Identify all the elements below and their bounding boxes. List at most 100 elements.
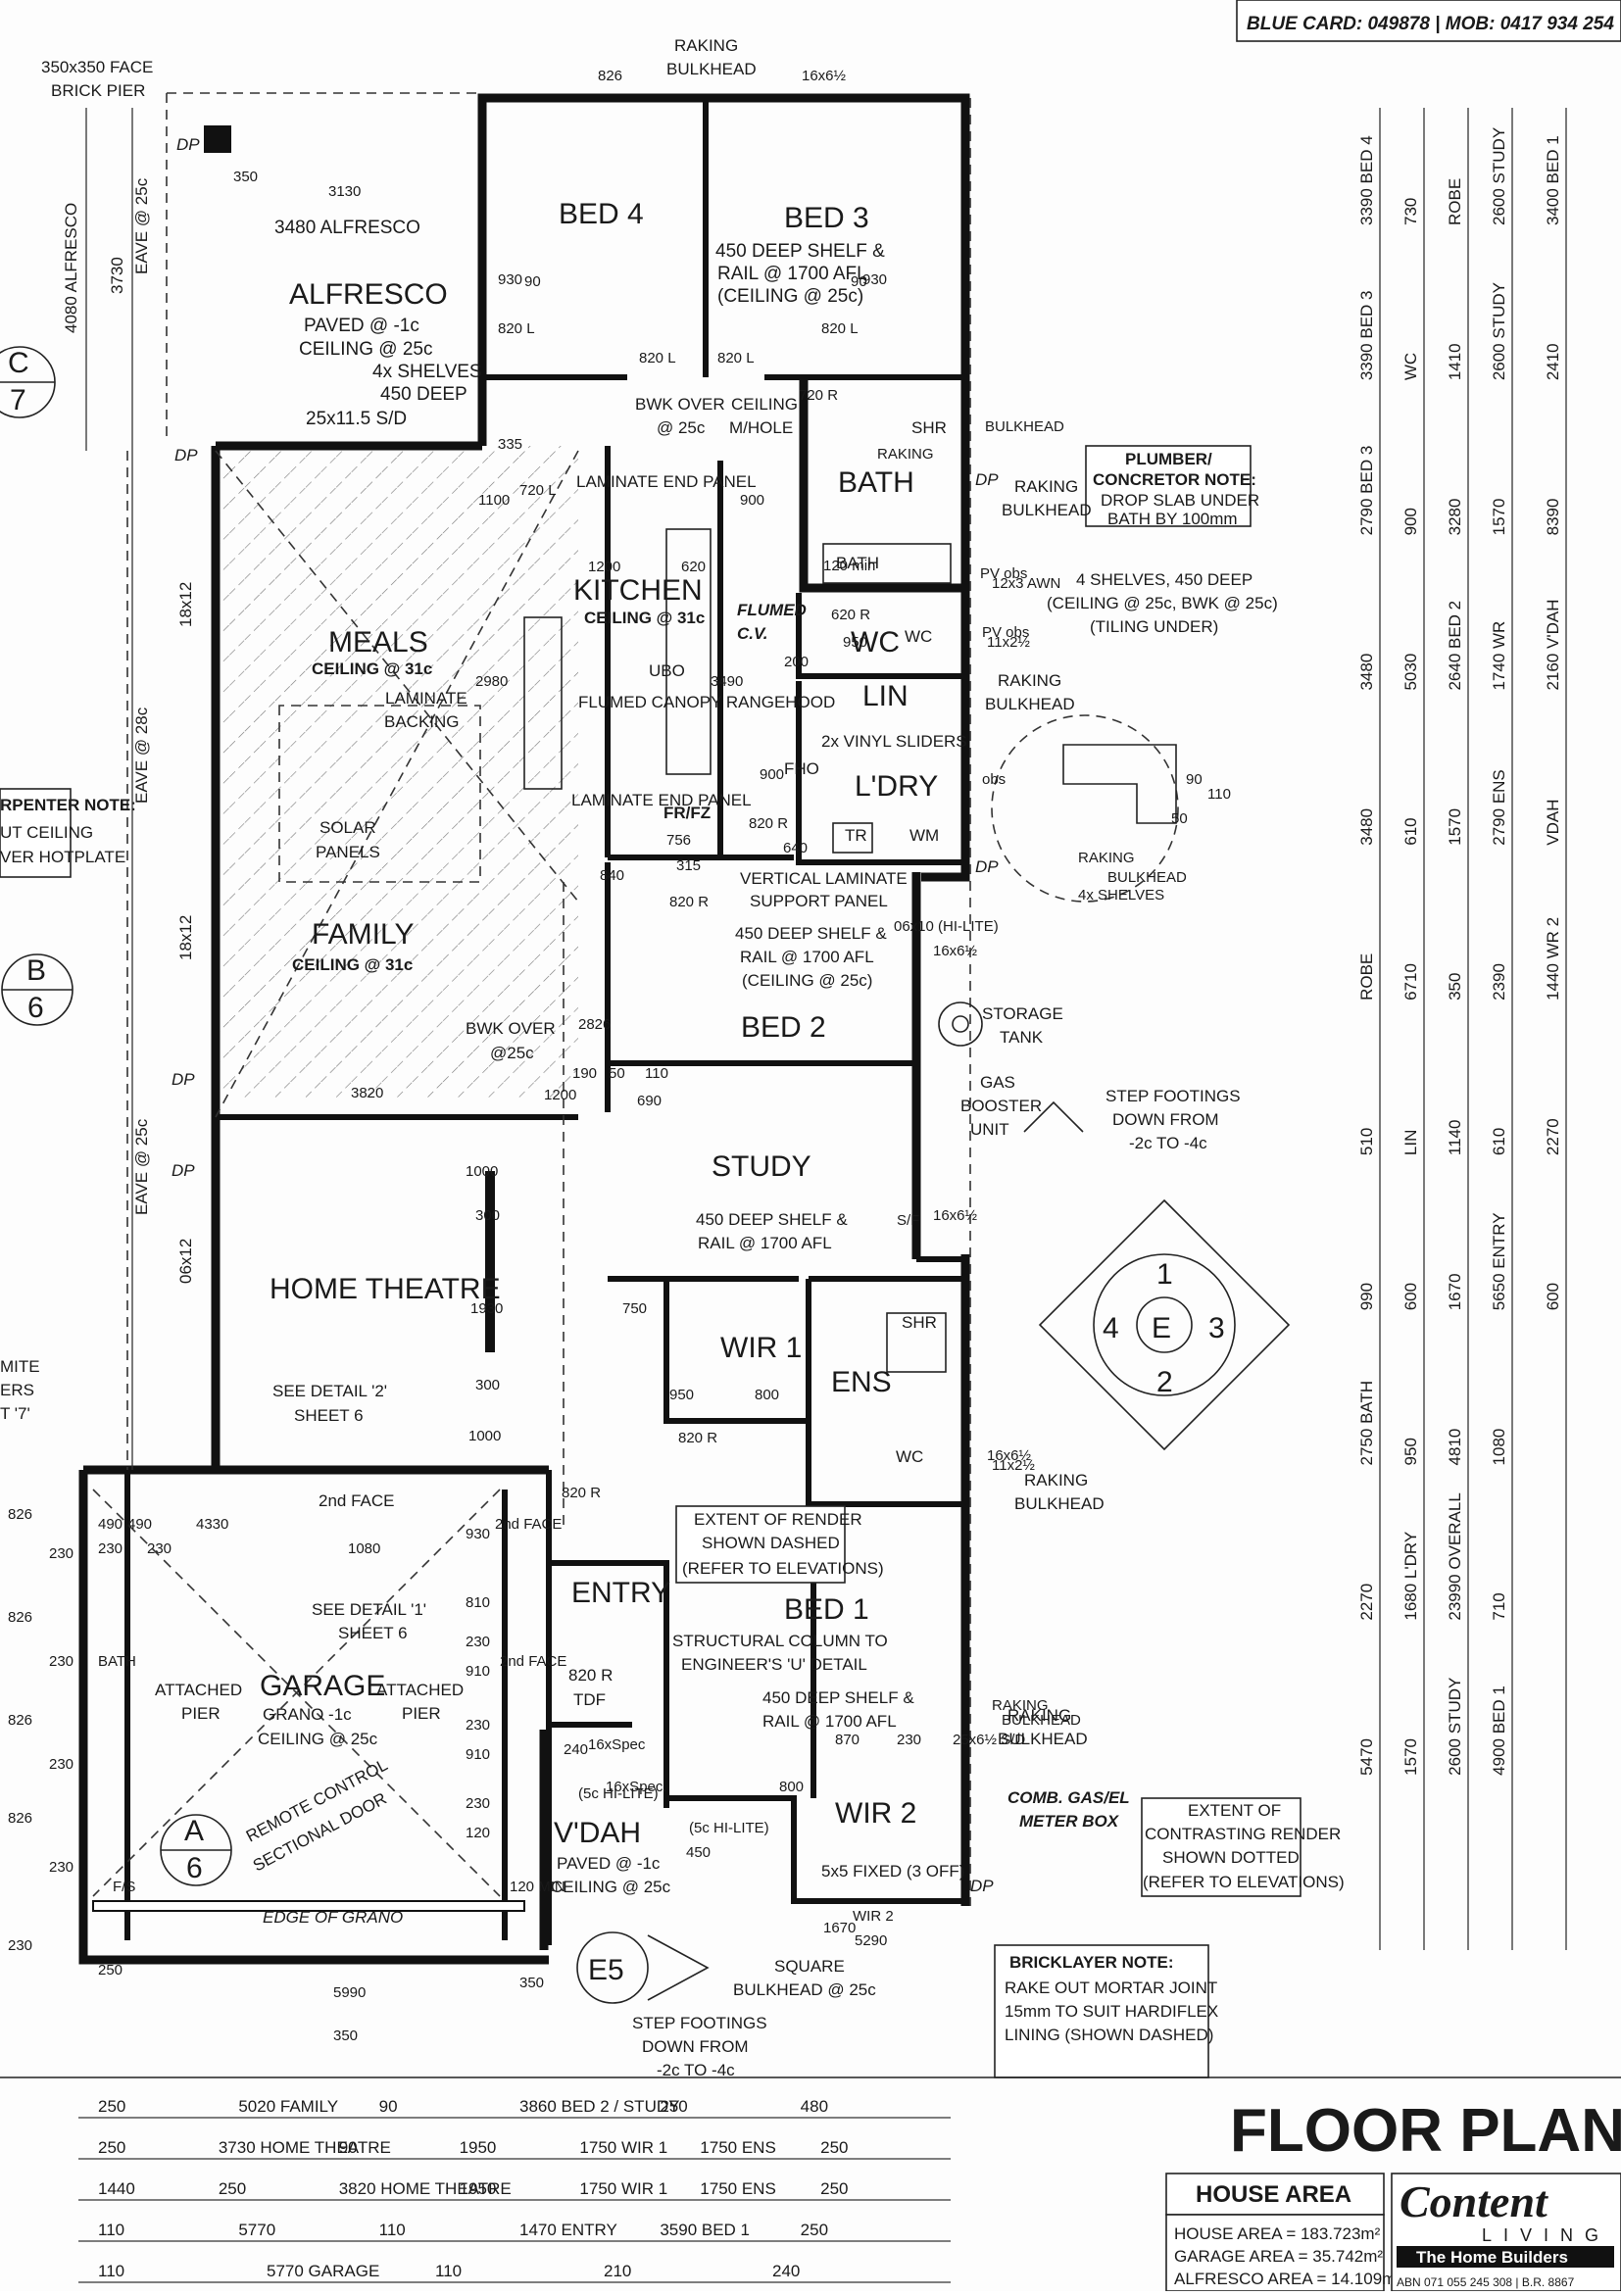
kitchen-rangehood: FLUMED CANOPY RANGEHOOD	[578, 693, 835, 711]
garage-pier-left-1: ATTACHED	[155, 1681, 242, 1699]
raking-bed1-1: RAKING	[1007, 1706, 1071, 1725]
areas-box	[1165, 2214, 1385, 2292]
vdah-paved: PAVED @ -1c	[557, 1854, 661, 1873]
ceiling-mhole-1: CEILING	[731, 395, 798, 414]
storage-l1: STORAGE	[982, 1004, 1063, 1023]
dim-right-45: 2410	[1544, 343, 1562, 380]
kitchen-ceiling: CEILING @ 31c	[584, 609, 705, 627]
dim-plan-25: 756	[666, 832, 691, 849]
dim-plan-67: WIR 2	[853, 1908, 894, 1925]
dim-plan-112: 190	[572, 1065, 597, 1082]
room-labels: ALFRESCO PAVED @ -1c CEILING @ 25c 4x SH…	[155, 198, 967, 1927]
dim-plan-14: 1200	[588, 559, 620, 575]
entry-tdf: TDF	[573, 1690, 606, 1709]
tiling-l1: 4 SHELVES, 450 DEEP	[1076, 570, 1253, 589]
brand-living: LIVING	[1482, 2225, 1610, 2245]
dim-bottom-r4-1: 5770	[238, 2221, 275, 2239]
marker-a-num: 6	[186, 1852, 203, 1884]
study-rail: RAIL @ 1700 AFL	[698, 1234, 832, 1252]
dim-plan-73: 230	[8, 1937, 32, 1954]
dim-bottom-r3-1: 250	[219, 2179, 246, 2198]
raking-bath-2: BULKHEAD	[1002, 501, 1092, 519]
dp-label-6: DP	[975, 857, 999, 876]
dim-right-0: 3390 BED 4	[1357, 135, 1376, 225]
dim-plan-103: BULKHEAD	[985, 418, 1064, 435]
dim-plan-52: 230	[98, 1540, 123, 1557]
bed3-rail: RAIL @ 1700 AFL	[717, 264, 867, 284]
storage-l4: BOOSTER	[960, 1097, 1042, 1115]
blue-card-text: BLUE CARD: 049878 | MOB: 0417 934 254	[1247, 14, 1614, 34]
dim-bottom-r2-2: 90	[339, 2138, 358, 2157]
dim-plan-88: PV obs	[982, 624, 1029, 641]
dim-plan-106: RAKING	[1078, 850, 1135, 866]
dim-bottom-r3-3: 1950	[460, 2179, 497, 2198]
bed1-rail: RAIL @ 1700 AFL	[762, 1712, 897, 1731]
dim-plan-12: 720 L	[519, 482, 557, 499]
alfresco-ceiling: CEILING @ 25c	[299, 339, 433, 360]
dim-plan-48: 910	[466, 1746, 490, 1763]
dim-plan-32: 690	[637, 1093, 662, 1109]
dim-plan-53: 490	[127, 1516, 152, 1533]
garage-pier-left-2: PIER	[181, 1704, 221, 1723]
dim-left-7: 06x12	[176, 1239, 195, 1284]
dim-plan-37: 1000	[468, 1428, 501, 1444]
dim-plan-44: 810	[466, 1594, 490, 1611]
dim-bottom-r3-2: 3820 HOME THEATRE	[339, 2179, 512, 2198]
theatre-sheet: SHEET 6	[294, 1406, 364, 1425]
room-bed1: BED 1	[784, 1593, 869, 1626]
header-tag: BLUE CARD: 049878 | MOB: 0417 934 254	[1236, 0, 1621, 42]
meter-l1: COMB. GAS/EL	[1007, 1788, 1130, 1807]
garage-grano: GRANO -1c	[263, 1705, 352, 1724]
dim-plan-57: 240	[564, 1741, 588, 1758]
dim-plan-21: 950	[843, 634, 867, 651]
dim-plan-1: 3130	[328, 183, 361, 200]
dim-bottom-r2-5: 1750 ENS	[700, 2138, 776, 2157]
dim-plan-65: 230	[897, 1732, 921, 1748]
dim-bottom-r2-0: 250	[98, 2138, 125, 2157]
dim-plan-92: obs	[982, 771, 1006, 788]
plumber-l1: DROP SLAB UNDER	[1101, 491, 1259, 510]
bwk-over-family-1: BWK OVER	[466, 1019, 556, 1038]
dim-plan-36: 300	[475, 1377, 500, 1393]
ens-wc: WC	[896, 1447, 923, 1466]
room-bed3: BED 3	[784, 202, 869, 234]
room-alfresco: ALFRESCO	[289, 278, 448, 311]
dim-plan-46: 910	[466, 1663, 490, 1680]
render-dotted-l2: CONTRASTING RENDER	[1145, 1825, 1341, 1843]
bed2-rail: RAIL @ 1700 AFL	[740, 948, 874, 966]
dim-right-39: 610	[1490, 1128, 1508, 1155]
garage-detail: SEE DETAIL '1'	[312, 1600, 426, 1619]
house-area-box	[1165, 2173, 1385, 2216]
bed3-ceiling: (CEILING @ 25c)	[717, 286, 863, 307]
storage-l3: GAS	[980, 1073, 1015, 1092]
render-dotted-l1: EXTENT OF	[1188, 1801, 1281, 1820]
room-family: FAMILY	[312, 918, 414, 951]
dim-plan-27: 315	[676, 857, 701, 874]
dim-plan-71: 350	[519, 1975, 544, 1991]
dim-plan-18: 3490	[711, 673, 743, 690]
bed1-render-3: (REFER TO ELEVATIONS)	[682, 1559, 884, 1578]
dim-right-42: 710	[1490, 1592, 1508, 1620]
section-markers: C 7 B 6 A 6 E5 DP DP DP DP DP DP DP	[0, 135, 999, 2004]
footings-bottom-1: STEP FOOTINGS	[632, 2014, 767, 2032]
dim-plan-0: 350	[233, 169, 258, 185]
dim-right-30: 4810	[1446, 1429, 1464, 1466]
dim-plan-41: 820 R	[678, 1430, 717, 1446]
dim-bottom-r1-2: 90	[379, 2097, 398, 2116]
alfresco-deep: 450 DEEP	[380, 384, 467, 405]
dp-label-5: DP	[975, 470, 999, 489]
dim-right-31: 23990 OVERALL	[1446, 1492, 1464, 1620]
brand-tagline: The Home Builders	[1416, 2248, 1568, 2267]
dim-plan-13: 1100	[478, 492, 510, 509]
notes: PLUMBER/ CONCRETOR NOTE: DROP SLAB UNDER…	[0, 36, 1345, 2079]
study-shelf: 450 DEEP SHELF &	[696, 1210, 848, 1229]
ceiling-mhole-2: M/HOLE	[729, 418, 793, 437]
brand-abn: ABN 071 055 245 308 | B.R. 8867	[1397, 2275, 1575, 2289]
wc-symbol: WC	[905, 627, 932, 646]
bricklayer-l1: RAKE OUT MORTAR JOINT	[1005, 1978, 1217, 1997]
room-lin: LIN	[862, 680, 909, 712]
dim-right-46: 8390	[1544, 499, 1562, 536]
